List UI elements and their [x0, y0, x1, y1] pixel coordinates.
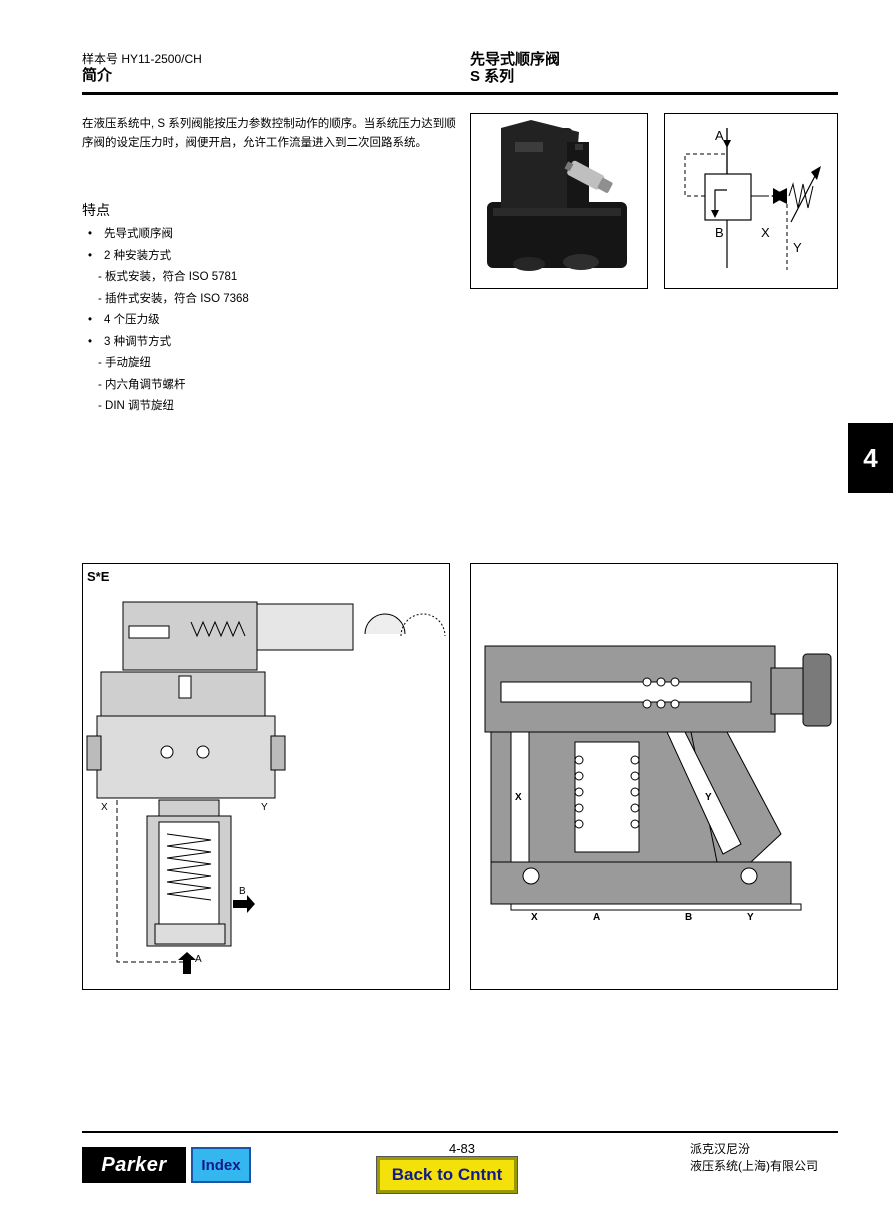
drawing-left-b: B	[239, 886, 246, 897]
feature-subitem: - 板式安装，符合 ISO 5781	[98, 271, 238, 283]
feature-item: 3 种调节方式	[82, 332, 249, 354]
hydraulic-symbol: A B X Y	[664, 113, 838, 289]
parker-logo: Parker	[82, 1147, 186, 1183]
drawing-left-y: Y	[261, 802, 268, 813]
series-name: S 系列	[470, 68, 515, 85]
symbol-label-x: X	[761, 225, 770, 240]
drawing-right-bottom-b: B	[685, 912, 692, 923]
drawing-right-bottom-a: A	[593, 912, 600, 923]
drawing-left-a: A	[195, 954, 202, 965]
feature-subitem: - 手动旋纽	[98, 357, 152, 369]
drawing-right-bottom-y: Y	[747, 912, 754, 923]
drawing-left-x: X	[101, 802, 108, 813]
s-e-cross-section: S*E X Y B A	[86, 569, 446, 974]
company-line-2: 液压系统(上海)有限公司	[690, 1159, 818, 1173]
feature-item: 先导式顺序阀	[82, 224, 249, 246]
cartridge-cross-section: X Y X A B Y	[484, 645, 832, 923]
company-line-1: 派克汉尼汾	[690, 1142, 751, 1156]
drawing-right-bottom-x: X	[531, 912, 538, 923]
feature-subitem: - 内六角调节螺杆	[98, 378, 186, 391]
symbol-label-b: B	[715, 225, 724, 240]
sequence-valve-symbol: A B X Y	[684, 128, 821, 270]
product-photo	[470, 113, 648, 289]
drawing-right-y: Y	[705, 792, 712, 803]
section-name: 简介	[82, 67, 113, 84]
feature-subitem: - DIN 调节旋纽	[98, 400, 175, 412]
features-list: 先导式顺序阀2 种安装方式 - 板式安装，符合 ISO 5781 - 插件式安装，符…	[82, 224, 249, 418]
drawing-right-x: X	[515, 792, 522, 803]
intro-paragraph: 在液压系统中, S 系列阀能按压力参数控制动作的顺序。当系统压力达到顺序阀的设定…	[82, 118, 456, 149]
index-button[interactable]: Index	[191, 1147, 251, 1183]
features-title: 特点	[82, 202, 110, 218]
sectional-drawing-left: S*E X Y B A	[82, 563, 450, 990]
footer-rule	[82, 1131, 838, 1133]
feature-item: 2 种安装方式	[82, 246, 249, 268]
symbol-label-a: A	[715, 128, 724, 143]
feature-item: 4 个压力级	[82, 310, 249, 332]
page-number: 4-83	[448, 1141, 476, 1156]
valve-photo-image	[487, 120, 627, 271]
section-tab[interactable]: 4	[848, 423, 893, 493]
header-rule	[82, 92, 838, 95]
page-title: 先导式顺序阀	[470, 51, 561, 68]
catalog-number: 样本号 HY11-2500/CH	[82, 52, 202, 66]
drawing-left-title: S*E	[87, 569, 110, 584]
symbol-label-y: Y	[793, 240, 802, 255]
back-to-contents-button[interactable]: Back to Cntnt	[376, 1156, 518, 1194]
sectional-drawing-right: X Y X A B Y	[470, 563, 838, 990]
feature-subitem: - 插件式安装，符合 ISO 7368	[98, 292, 249, 305]
